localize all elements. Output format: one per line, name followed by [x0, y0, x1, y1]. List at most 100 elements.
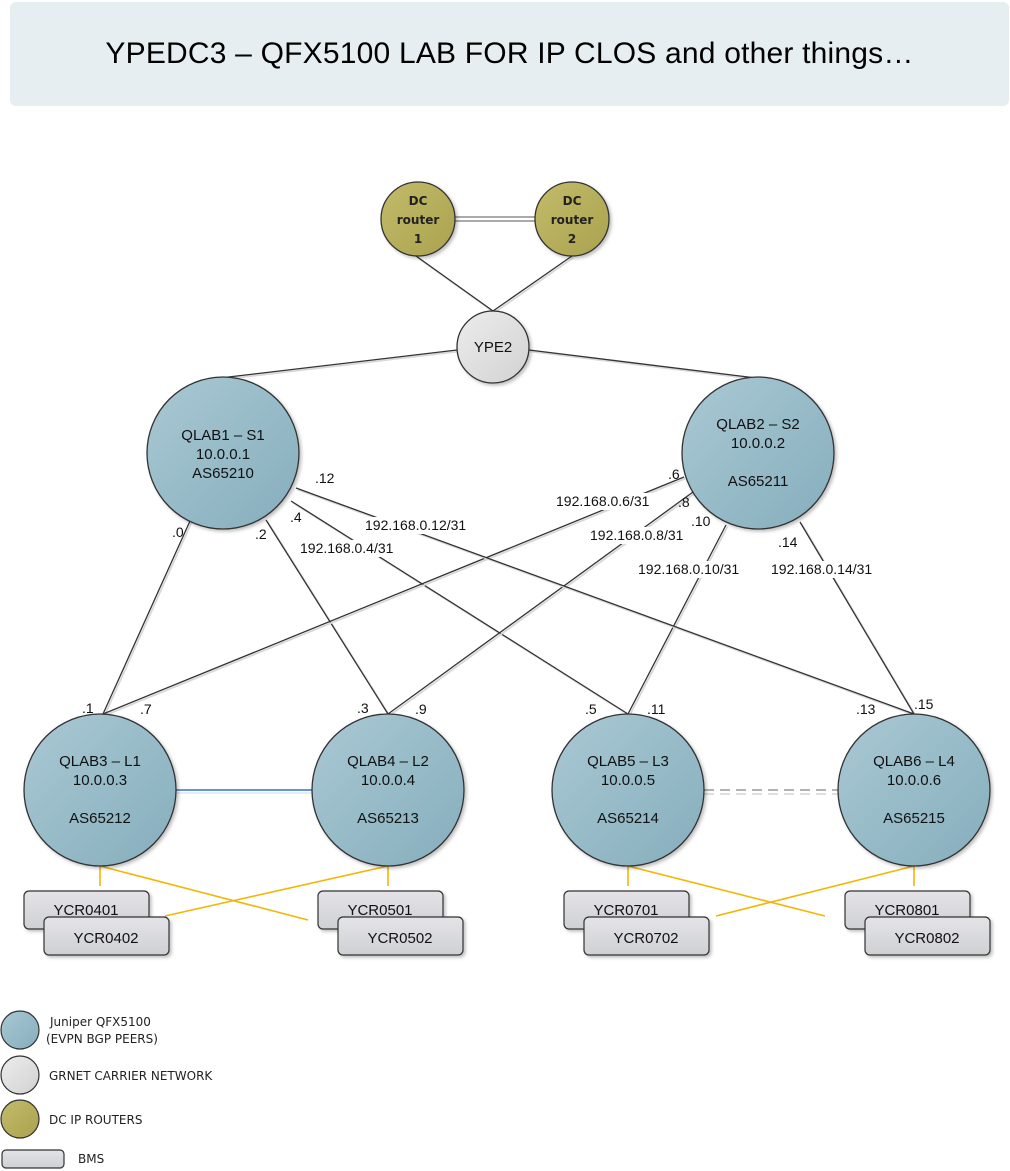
interface-address-label: .10	[691, 513, 711, 529]
link-s2-l1-shadow	[104, 477, 686, 717]
node-label: 10.0.0.2	[731, 435, 785, 452]
bms-link	[164, 865, 389, 917]
legend-label: Juniper QFX5100	[49, 1015, 151, 1029]
interface-address-label: .2	[255, 526, 267, 542]
node-circle	[311, 713, 465, 867]
legend-bms-icon	[1, 1149, 65, 1169]
legend-label: (EVPN BGP PEERS)	[46, 1032, 158, 1046]
node-label: QLAB3 – L1	[59, 753, 141, 770]
bms-server: YCR0702	[583, 916, 710, 956]
legend-dc_router-icon	[0, 1099, 40, 1139]
node-label: 1	[414, 232, 422, 246]
subnet-label: 192.168.0.8/31	[590, 527, 684, 543]
node-label: 10.0.0.5	[601, 772, 655, 789]
bms-server: YCR0402	[43, 916, 170, 956]
bms-box	[43, 916, 170, 956]
subnet-label-bg	[298, 540, 412, 557]
bms-label: YCR0401	[53, 902, 118, 919]
bms-label: YCR0701	[593, 902, 658, 919]
node-label: 2	[568, 232, 576, 246]
legend-item-dc_router: DC IP ROUTERS	[0, 1099, 142, 1139]
node-label: YPE2	[474, 339, 512, 356]
interface-address-label: .9	[415, 701, 427, 717]
interface-address-label: .1	[82, 700, 94, 716]
node-label: router	[551, 213, 594, 227]
legend-item-bms: BMS	[1, 1149, 104, 1169]
bms-label: YCR0501	[347, 902, 412, 919]
node-label: AS65211	[728, 473, 789, 490]
interface-address-label: .0	[172, 524, 184, 540]
bms-box	[864, 916, 991, 956]
link-ype2-s2-shadow	[530, 350, 758, 381]
legend-item-qfx: Juniper QFX5100 (EVPN BGP PEERS)	[0, 1010, 158, 1050]
node-dc1: DC router 1	[380, 181, 456, 257]
bms-label: YCR0402	[73, 930, 138, 947]
link-dc2-ype2-shadow	[493, 256, 575, 314]
subnet-label-bg	[769, 561, 890, 578]
node-label: QLAB4 – L2	[347, 753, 429, 770]
bms-label: YCR0801	[874, 902, 939, 919]
bms-server: YCR0502	[337, 916, 464, 956]
bms-box	[583, 916, 710, 956]
bms-link	[627, 865, 826, 917]
node-label: 10.0.0.6	[887, 772, 941, 789]
link-s1-l3	[290, 500, 629, 715]
node-label: DC	[409, 194, 428, 208]
link-s2-l3	[627, 524, 727, 715]
node-circle	[551, 713, 705, 867]
bms-server: YCR0802	[864, 916, 991, 956]
node-ype2: YPE2	[456, 310, 530, 384]
subnet-label-bg	[363, 517, 484, 534]
interface-address-label: .5	[585, 701, 597, 717]
subnet-label: 192.168.0.14/31	[771, 561, 872, 577]
link-s1-l2	[265, 519, 389, 715]
title-banner: YPEDC3 – QFX5100 LAB FOR IP CLOS and oth…	[10, 2, 1009, 106]
subnet-label-bg	[554, 493, 668, 510]
bms-label: YCR0802	[894, 930, 959, 947]
interface-address-label: .3	[357, 700, 369, 716]
interface-address-label: .15	[914, 696, 934, 712]
node-label: AS65210	[192, 465, 254, 482]
subnet-label: 192.168.0.10/31	[638, 561, 739, 577]
legend-item-carrier: GRNET CARRIER NETWORK	[0, 1055, 213, 1095]
link-dc1-ype2	[415, 255, 494, 312]
bms-label: YCR0502	[367, 930, 432, 947]
bms-label: YCR0702	[613, 930, 678, 947]
page-title: YPEDC3 – QFX5100 LAB FOR IP CLOS and oth…	[105, 37, 914, 70]
bms-link	[715, 865, 915, 917]
node-label: 10.0.0.4	[361, 772, 415, 789]
node-label: AS65215	[883, 810, 945, 827]
subnet-label: 192.168.0.4/31	[300, 540, 394, 556]
node-label: AS65214	[597, 810, 659, 827]
link-s1-l1	[102, 520, 191, 715]
interface-address-label: .7	[140, 701, 152, 717]
node-label: QLAB5 – L3	[587, 753, 669, 770]
link-ype2-s1-shadow	[221, 350, 459, 381]
legend-label: GRNET CARRIER NETWORK	[49, 1069, 213, 1083]
node-label: AS65213	[357, 810, 419, 827]
node-circle	[380, 181, 456, 257]
subnet-label-bg	[588, 527, 702, 544]
node-label: QLAB1 – S1	[181, 427, 264, 444]
interface-address-label: .13	[856, 701, 876, 717]
node-circle	[681, 376, 835, 530]
node-circle	[146, 376, 300, 530]
node-label: router	[397, 213, 440, 227]
link-s2-l3-shadow	[628, 526, 729, 716]
link-s2-l1	[102, 476, 685, 715]
link-ype2-s2	[528, 349, 757, 379]
link-ype2-s1	[219, 349, 458, 379]
legend-carrier-icon	[0, 1055, 40, 1095]
bms-box	[337, 916, 464, 956]
bms-link	[99, 865, 309, 921]
interface-address-label: .4	[290, 509, 302, 525]
link-s1-l1-shadow	[103, 522, 193, 716]
legend-label: DC IP ROUTERS	[49, 1113, 142, 1127]
interface-address-label: .11	[647, 701, 666, 717]
